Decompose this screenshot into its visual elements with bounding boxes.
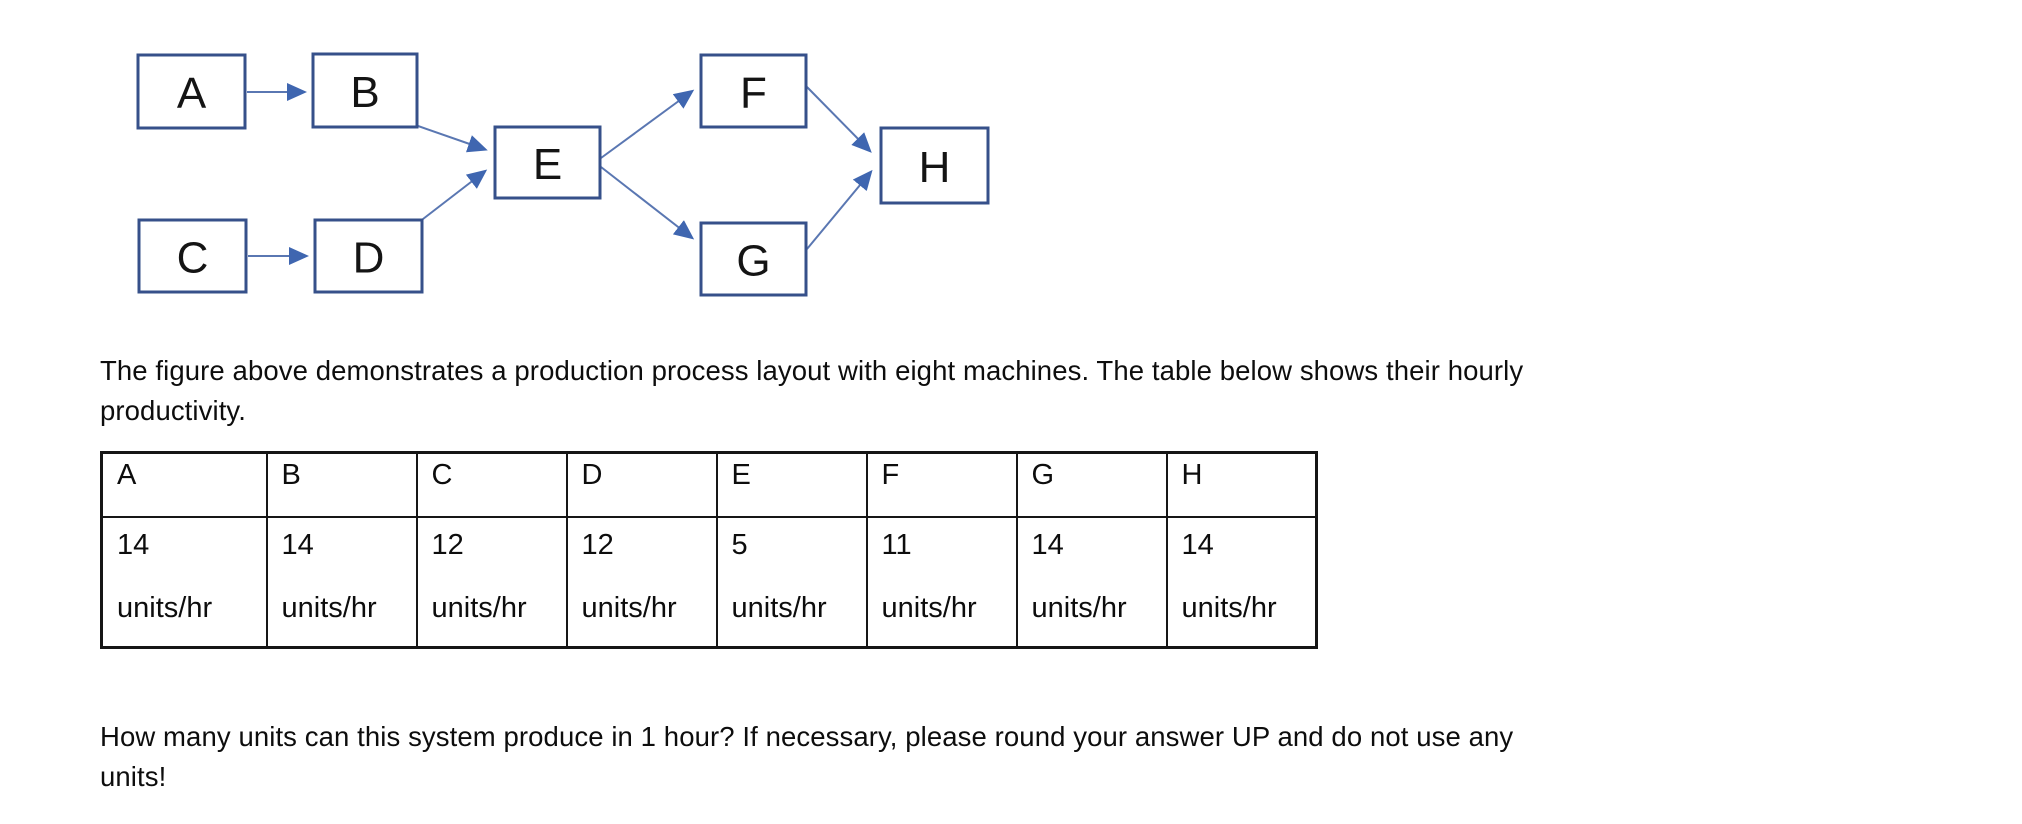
- productivity-value: 14: [117, 528, 150, 561]
- table-value-cell-E: 5 units/hr: [715, 515, 868, 649]
- productivity-unit: units/hr: [117, 591, 213, 624]
- productivity-unit: units/hr: [1031, 591, 1127, 624]
- machine-label-C: C: [177, 234, 209, 283]
- machine-label-B: B: [350, 68, 379, 117]
- machine-column-label: A: [117, 459, 137, 491]
- table-header-cell-B: B: [265, 451, 418, 518]
- flow-arrow-G-to-H: [806, 169, 873, 250]
- machine-column-label: E: [731, 459, 751, 491]
- productivity-value: 14: [1031, 528, 1064, 561]
- table-value-cell-D: 12 units/hr: [565, 515, 718, 649]
- table-header-cell-E: E: [715, 451, 868, 518]
- table-value-cell-F: 11 units/hr: [865, 515, 1018, 649]
- flow-arrow-E-to-G: [600, 166, 695, 240]
- figure-description: The figure above demonstrates a producti…: [100, 355, 1524, 426]
- machine-label-A: A: [177, 69, 207, 118]
- table-header-cell-C: C: [415, 451, 568, 518]
- machine-box-layer: A B C D E F G H: [136, 52, 990, 297]
- flow-arrow-B-to-E: [417, 125, 488, 153]
- machine-box-D: [313, 218, 424, 294]
- machine-column-label: G: [1031, 459, 1055, 491]
- process-flow-diagram: A B C D E F G H: [0, 0, 1050, 330]
- machine-column-label: C: [431, 459, 453, 491]
- machine-box-F: [699, 53, 808, 129]
- machine-label-E: E: [533, 140, 562, 189]
- table-header-cell-G: G: [1015, 451, 1168, 518]
- table-header-row: A B C D E F G H: [100, 451, 1318, 518]
- process-flow-svg: A B C D E F G H: [136, 52, 990, 297]
- productivity-unit: units/hr: [581, 591, 677, 624]
- productivity-unit: units/hr: [1181, 591, 1277, 624]
- machine-column-label: D: [581, 459, 603, 491]
- machine-label-D: D: [353, 234, 385, 283]
- productivity-value: 14: [281, 528, 314, 561]
- productivity-value: 12: [581, 528, 614, 561]
- flow-arrow-F-to-H: [806, 86, 872, 153]
- table-value-cell-G: 14 units/hr: [1015, 515, 1168, 649]
- machine-box-H: [879, 126, 990, 205]
- table-header-cell-H: H: [1165, 451, 1318, 518]
- machine-box-A: [136, 53, 247, 130]
- machine-column-label: B: [281, 459, 301, 491]
- table-value-cell-H: 14 units/hr: [1165, 515, 1318, 649]
- machine-label-H: H: [919, 143, 951, 192]
- productivity-value: 12: [431, 528, 464, 561]
- machine-box-E: [493, 125, 602, 200]
- productivity-value: 5: [731, 528, 748, 561]
- productivity-unit: units/hr: [431, 591, 527, 624]
- arrow-layer: [247, 83, 873, 265]
- productivity-value: 14: [1181, 528, 1214, 561]
- machine-column-label: F: [881, 459, 900, 491]
- machine-box-C: [137, 218, 248, 294]
- productivity-unit: units/hr: [731, 591, 827, 624]
- machine-column-label: H: [1181, 459, 1203, 491]
- question-text: How many units can this system produce i…: [100, 721, 1514, 792]
- flow-arrow-E-to-F: [600, 89, 695, 159]
- table-header-cell-A: A: [100, 451, 268, 518]
- flow-arrow-D-to-E: [422, 169, 488, 220]
- productivity-unit: units/hr: [881, 591, 977, 624]
- productivity-unit: units/hr: [281, 591, 377, 624]
- productivity-value: 11: [881, 528, 912, 561]
- machine-label-F: F: [740, 69, 767, 118]
- table-value-cell-C: 12 units/hr: [415, 515, 568, 649]
- table-value-row: 14 units/hr 14 units/hr 12 units/hr 12 units/hr…: [100, 515, 1318, 649]
- table-value-cell-A: 14 units/hr: [100, 515, 268, 649]
- table-value-cell-B: 14 units/hr: [265, 515, 418, 649]
- machine-box-B: [311, 52, 419, 129]
- machine-label-G: G: [736, 237, 770, 286]
- machine-box-G: [699, 221, 808, 297]
- table-header-cell-D: D: [565, 451, 718, 518]
- table-header-cell-F: F: [865, 451, 1018, 518]
